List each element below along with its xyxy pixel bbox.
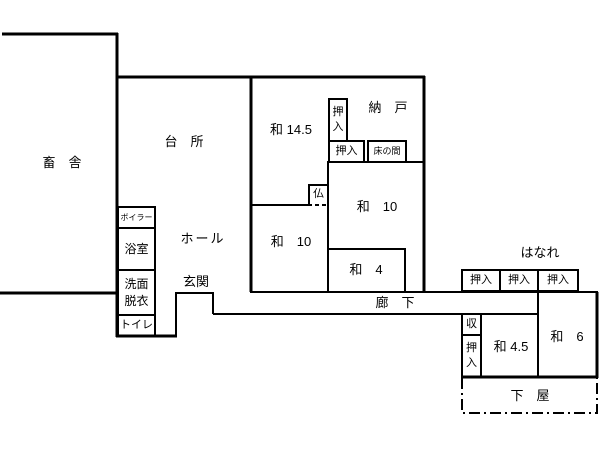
room-label-tatami-4-5: 和 4.5 [493, 339, 529, 354]
room-label-annex: はなれ [520, 245, 560, 260]
room-label-washroom-text: 洗面脱衣 [124, 277, 149, 308]
room-label-kitchen: 台 所 [164, 134, 204, 149]
room-label-storage-room: 納 戸 [368, 100, 408, 115]
annex-closet-label-3: 押入 [547, 273, 569, 286]
tokonoma-label: 床の間 [373, 145, 401, 156]
room-label-toilet: トイレ [120, 318, 153, 331]
room-label-tatami-10-north: 和 10 [356, 199, 398, 214]
room-label-hall: ホール [180, 231, 226, 246]
room-outline-toilet [117, 314, 156, 337]
annex-closet-label-2: 押入 [508, 273, 530, 286]
annex-closet-label-4-text: 押入 [466, 342, 477, 369]
closet-label-north-text: 押入 [332, 106, 344, 133]
altar-outline [308, 184, 328, 205]
altar-label: 仏 [313, 188, 324, 201]
tokonoma-outline [367, 140, 407, 163]
room-label-washroom: 洗面脱衣 [118, 270, 155, 315]
annex-closet-outline-3 [537, 269, 579, 292]
room-label-tatami-14-5: 和 14.5 [270, 122, 312, 137]
room-label-boiler: ボイラー [120, 212, 153, 222]
closet-label-north: 押入 [329, 99, 347, 141]
room-label-lean-to: 下 屋 [510, 388, 550, 403]
room-label-entrance: 玄関 [182, 274, 209, 289]
room-label-bathroom: 浴室 [124, 241, 149, 256]
annex-closet-label-4: 押入 [462, 335, 481, 377]
closet-outline-mid [328, 140, 365, 163]
room-label-tatami-4: 和 4 [349, 262, 383, 277]
room-label-corridor: 廊 下 [375, 295, 415, 310]
room-label-tatami-6: 和 6 [550, 329, 584, 344]
room-label-tatami-10-south: 和 10 [270, 234, 312, 249]
annex-closet-label-1: 押入 [470, 273, 492, 286]
room-label-barn: 畜 舎 [42, 155, 82, 170]
closet-label-mid: 押入 [335, 144, 358, 157]
annex-closet-outline-4 [461, 334, 482, 378]
storage-label: 収 [466, 317, 477, 330]
